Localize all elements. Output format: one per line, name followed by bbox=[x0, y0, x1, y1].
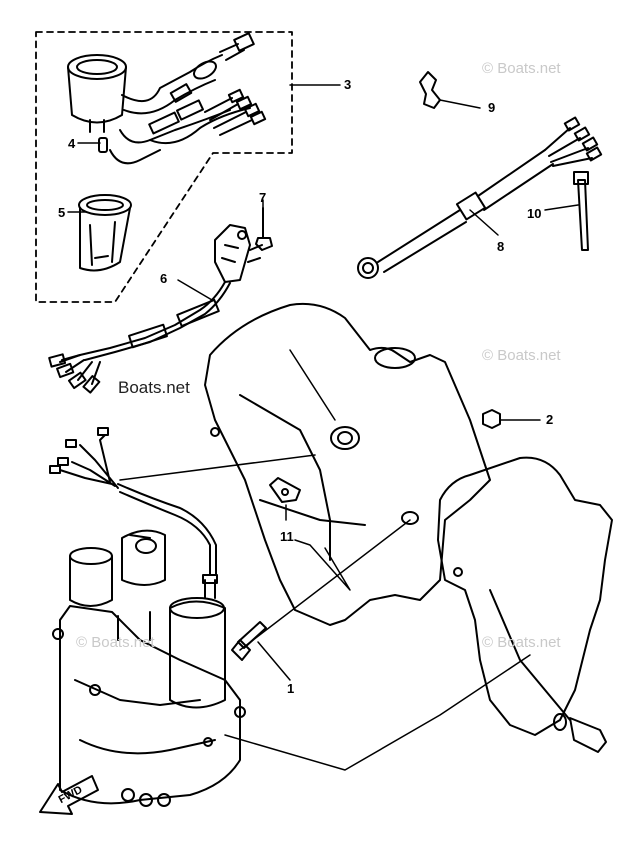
trim-gauge-kit-box bbox=[36, 32, 292, 302]
callout-7: 7 bbox=[259, 190, 267, 205]
callout-4: 4 bbox=[68, 136, 76, 151]
trim-gauge-leads bbox=[110, 90, 265, 163]
watermark-top-right: © Boats.net bbox=[482, 60, 561, 77]
trim-sender-part-6 bbox=[49, 225, 262, 393]
tie-strap-part-10 bbox=[574, 172, 588, 250]
watermark-mid-left: Boats.net bbox=[118, 378, 190, 397]
callout-9: 9 bbox=[488, 100, 496, 115]
clamp-part-11 bbox=[270, 478, 300, 502]
leader-lines bbox=[68, 85, 578, 770]
clip-part-9 bbox=[420, 72, 440, 108]
callout-11: 11 bbox=[280, 529, 294, 544]
callout-3: 3 bbox=[344, 77, 352, 92]
fwd-arrow-icon bbox=[40, 776, 98, 814]
nut-part-2 bbox=[483, 410, 500, 428]
bolt-and-washer bbox=[554, 714, 606, 752]
bolt-part-1 bbox=[232, 622, 266, 660]
clamp-bracket bbox=[402, 458, 612, 735]
trim-gauge-meter bbox=[68, 33, 254, 132]
pin-part-4 bbox=[99, 138, 107, 152]
callout-10: 10 bbox=[527, 206, 542, 221]
watermark-lower-right: © Boats.net bbox=[482, 634, 561, 651]
motor-leads bbox=[50, 428, 216, 575]
callout-6: 6 bbox=[160, 271, 168, 286]
wire-harness-part-8 bbox=[358, 118, 601, 278]
gauge-bracket-part-5 bbox=[79, 195, 131, 270]
callout-8: 8 bbox=[497, 239, 505, 254]
callout-2: 2 bbox=[546, 412, 554, 427]
watermark-lower-left: © Boats.net bbox=[76, 634, 155, 651]
power-trim-tilt-unit bbox=[53, 531, 245, 806]
callout-1: 1 bbox=[287, 681, 295, 696]
callout-5: 5 bbox=[58, 205, 66, 220]
stern-bracket bbox=[205, 304, 490, 625]
screw-part-7 bbox=[256, 208, 272, 250]
watermark-mid-right: © Boats.net bbox=[482, 347, 561, 364]
